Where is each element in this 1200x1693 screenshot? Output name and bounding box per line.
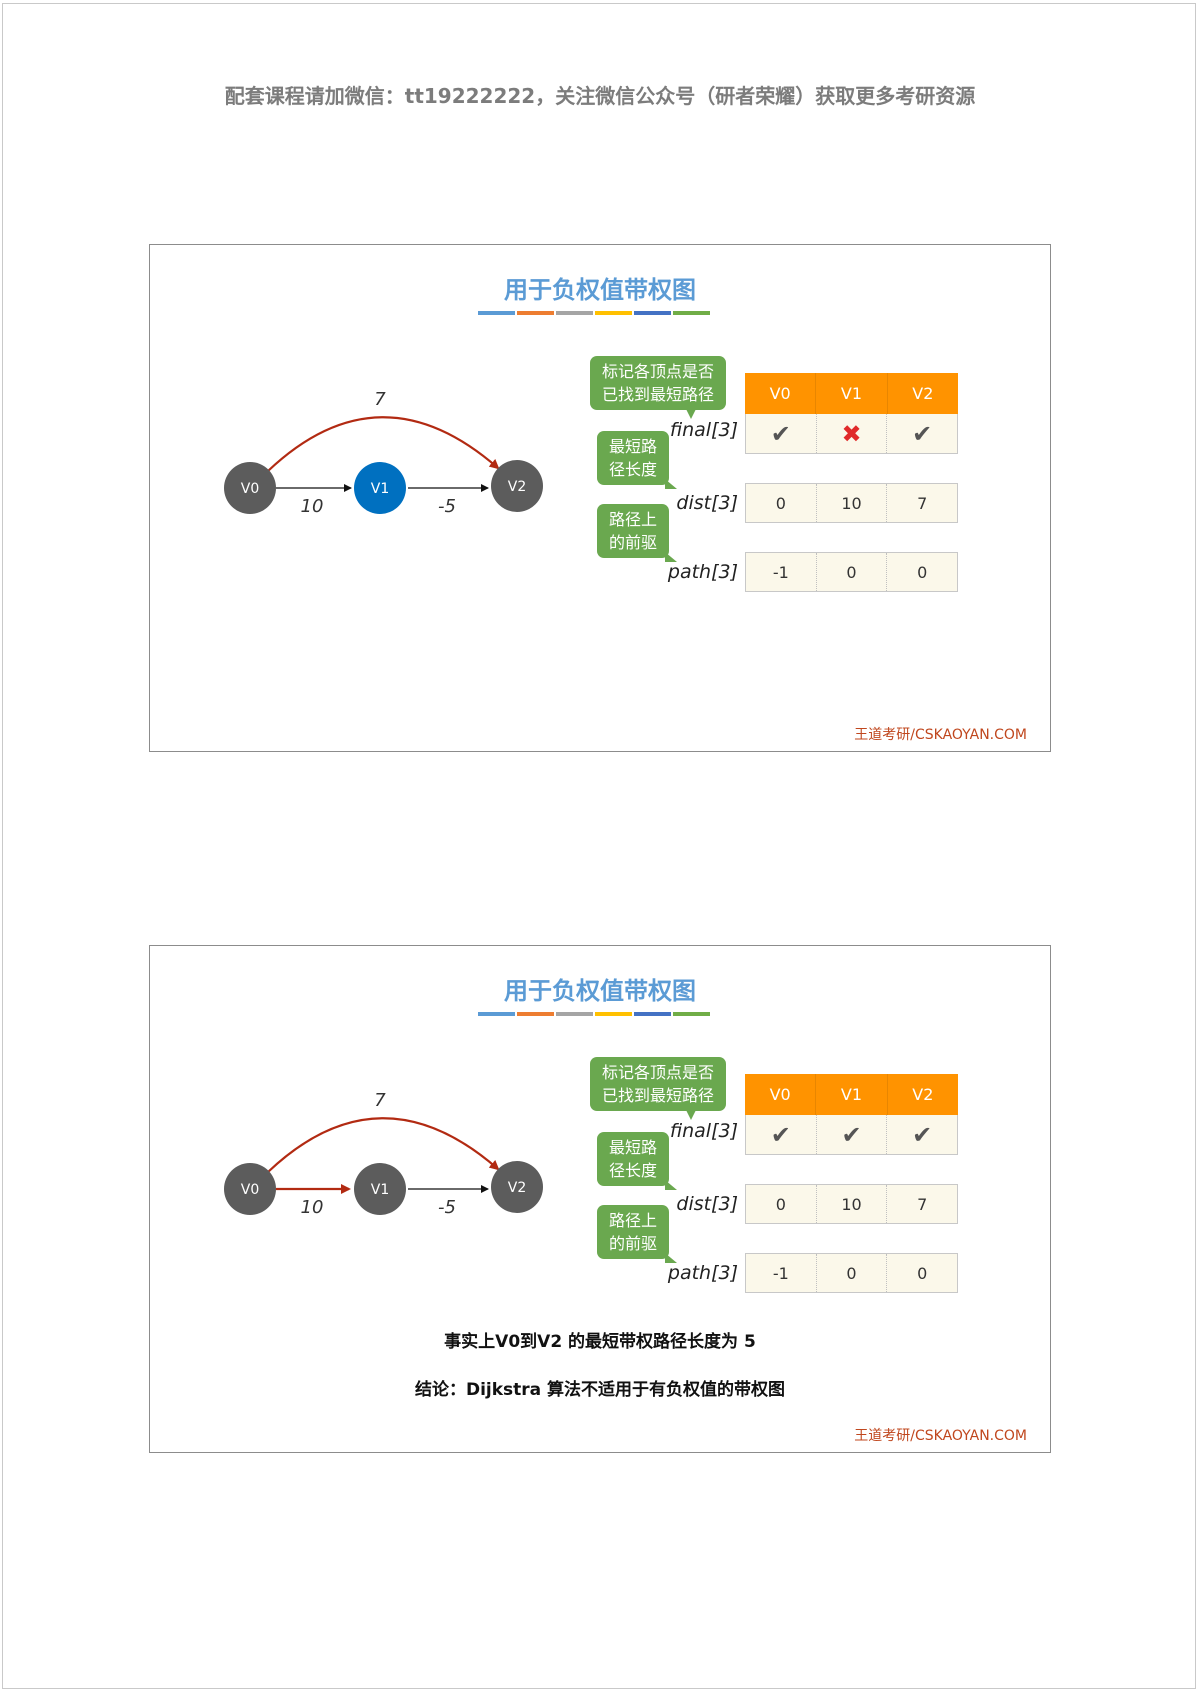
- node-v0: [224, 462, 276, 514]
- bubble-dist: 最短路径长度: [597, 431, 677, 489]
- edge-v1-v2-weight: -5: [438, 1197, 456, 1218]
- dist-v1: 10: [815, 1185, 887, 1223]
- node-v2-label: V2: [508, 1180, 526, 1196]
- final-v2: ✔: [886, 1115, 957, 1154]
- row-label-dist: dist[3]: [676, 1193, 738, 1215]
- bubble-path: 路径上的前驱: [597, 1205, 677, 1263]
- table-row-final: ✔ ✖ ✔: [745, 414, 958, 454]
- node-v2-label: V2: [508, 479, 526, 495]
- note-shortest-path: 事实上V0到V2 的最短带权路径长度为 5: [444, 1332, 756, 1352]
- row-label-dist: dist[3]: [676, 492, 738, 514]
- edge-v0-v2-weight: 7: [374, 1090, 386, 1111]
- bubble-final: 标记各顶点是否已找到最短路径: [590, 356, 726, 419]
- header-v1: V1: [815, 373, 886, 414]
- bubble-path: 路径上的前驱: [597, 504, 677, 562]
- cross-icon: ✖: [841, 419, 862, 448]
- node-v1: [354, 1163, 406, 1215]
- path-v2: 0: [886, 1254, 957, 1292]
- dist-v0: 0: [775, 1194, 786, 1214]
- table-row-path: -1 0 0: [745, 1253, 958, 1293]
- dist-v2: 7: [886, 1185, 957, 1223]
- row-label-final: final[3]: [669, 1120, 738, 1142]
- edge-v0-v2: [267, 416, 500, 472]
- final-v0: ✔: [746, 414, 816, 453]
- check-icon: ✔: [841, 1120, 862, 1149]
- page-border: [2, 3, 1196, 1689]
- final-v1: ✖: [815, 414, 887, 453]
- edge-v0-v2-weight: 7: [374, 389, 386, 410]
- node-v1: [354, 462, 406, 514]
- check-icon: ✔: [770, 419, 791, 448]
- note-conclusion: 结论：Dijkstra 算法不适用于有负权值的带权图: [414, 1380, 786, 1400]
- dist-v1: 10: [815, 484, 887, 522]
- row-label-path: path[3]: [667, 561, 738, 583]
- row-label-final: final[3]: [669, 419, 738, 441]
- path-v0: -1: [772, 562, 789, 582]
- slide-title: 用于负权值带权图: [504, 977, 696, 1005]
- edge-v0-v1-weight: 10: [301, 1197, 324, 1218]
- node-v2: [491, 1161, 543, 1213]
- node-v0-label: V0: [241, 1182, 259, 1198]
- path-v2: 0: [886, 553, 957, 591]
- dist-v2: 7: [886, 484, 957, 522]
- edge-v1-v2-weight: -5: [438, 496, 456, 517]
- header-v2: V2: [886, 1074, 958, 1115]
- header-v0: V0: [769, 1085, 791, 1104]
- slide-title: 用于负权值带权图: [504, 276, 696, 304]
- node-v2: [491, 460, 543, 512]
- bubble-dist: 最短路径长度: [597, 1132, 677, 1190]
- node-v0-label: V0: [241, 481, 259, 497]
- header-v2: V2: [886, 373, 958, 414]
- edge-v0-v2: [267, 1117, 500, 1173]
- table-row-final: ✔ ✔ ✔: [745, 1115, 958, 1155]
- slide-1: 用于负权值带权图 V0 V1 V2 7 10 -5 标记各顶点是否已找到最短路: [149, 244, 1051, 752]
- path-v1: 0: [815, 553, 887, 591]
- dist-v0: 0: [775, 493, 786, 513]
- path-v0: -1: [772, 1263, 789, 1283]
- check-icon: ✔: [770, 1120, 791, 1149]
- final-v1: ✔: [815, 1115, 887, 1154]
- table-row-dist: 0 10 7: [745, 483, 958, 523]
- table-header: V0 V1 V2: [745, 373, 958, 414]
- slide-footer: 王道考研/CSKAOYAN.COM: [854, 1428, 1027, 1444]
- table-row-path: -1 0 0: [745, 552, 958, 592]
- header-v1: V1: [815, 1074, 886, 1115]
- final-v0: ✔: [746, 1115, 816, 1154]
- path-v1: 0: [815, 1254, 887, 1292]
- edge-v0-v1-weight: 10: [301, 496, 324, 517]
- slide-footer: 王道考研/CSKAOYAN.COM: [854, 727, 1027, 743]
- node-v1-label: V1: [371, 481, 389, 497]
- bubble-final: 标记各顶点是否已找到最短路径: [590, 1057, 726, 1120]
- slide-2: 用于负权值带权图 V0 V1 V2 7 10 -5 标记各顶点是否已找到最短路: [149, 945, 1051, 1453]
- node-v0: [224, 1163, 276, 1215]
- node-v1-label: V1: [371, 1182, 389, 1198]
- check-icon: ✔: [912, 1120, 933, 1149]
- graph-diagram: V0 V1 V2 7 10 -5: [224, 389, 543, 517]
- header-v0: V0: [769, 384, 791, 403]
- final-v2: ✔: [886, 414, 957, 453]
- check-icon: ✔: [912, 419, 933, 448]
- table-row-dist: 0 10 7: [745, 1184, 958, 1224]
- page-header: 配套课程请加微信：tt19222222，关注微信公众号（研者荣耀）获取更多考研资…: [224, 84, 976, 108]
- row-label-path: path[3]: [667, 1262, 738, 1284]
- graph-diagram: V0 V1 V2 7 10 -5: [224, 1090, 543, 1218]
- table-header: V0 V1 V2: [745, 1074, 958, 1115]
